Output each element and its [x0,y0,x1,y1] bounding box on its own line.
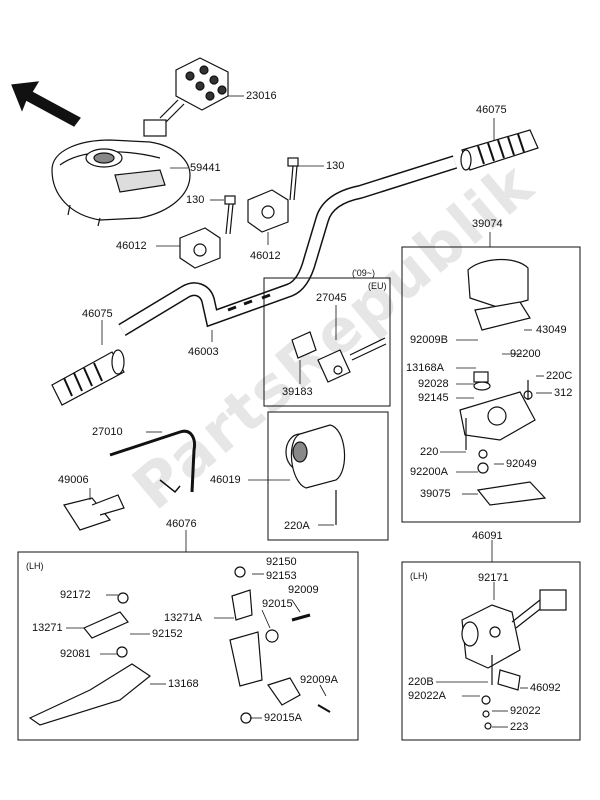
label-92172: 92172 [60,589,91,601]
switch-46019 [285,424,346,525]
label-92028: 92028 [418,378,449,390]
label-92022a: 92022A [408,690,446,702]
box-46076-lh [17,551,359,741]
label-39074: 39074 [472,218,503,230]
label-92153: 92153 [266,570,297,582]
label-92200a: 92200A [410,466,448,478]
label-92015: 92015 [262,598,293,610]
label-46092: 46092 [530,682,561,694]
label-59441: 59441 [190,162,221,174]
label-92171: 92171 [478,572,509,584]
bolt-130-left [224,195,236,235]
label-92200: 92200 [510,348,541,360]
label-13168a: 13168A [406,362,444,374]
label-46012-left: 46012 [116,240,147,252]
label-13168: 13168 [168,678,199,690]
label-lh-left: (LH) [26,561,44,571]
label-220b: 220B [408,676,434,688]
label-lh-right: (LH) [410,571,428,581]
label-23016: 23016 [246,90,277,102]
label-220c: 220C [546,370,573,382]
part-49006 [63,494,125,531]
label-92081: 92081 [60,648,91,660]
leader-lines [66,95,552,728]
label-variant: ('09~) [352,268,375,278]
housing-39074 [459,258,547,506]
label-46076: 46076 [166,518,197,530]
label-13271a: 13271A [164,612,202,624]
label-92009b: 92009B [410,334,448,346]
grip-46075-left [51,349,125,406]
bolt-130-right [287,157,299,201]
label-43049: 43049 [536,324,567,336]
handlebar-46003 [118,155,458,336]
label-46019: 46019 [210,474,241,486]
clamp-46012-left [179,227,221,269]
label-92022: 92022 [510,705,541,717]
label-46012-right: 46012 [250,250,281,262]
label-27010: 27010 [92,426,123,438]
label-46075-left: 46075 [82,308,113,320]
grip-46075-right [460,129,539,171]
label-92150: 92150 [266,556,297,568]
label-39075: 39075 [420,488,451,500]
label-92152: 92152 [152,628,183,640]
connector-23016 [143,57,229,137]
clamp-46012-right [247,189,289,233]
label-92015a: 92015A [264,712,302,724]
label-49006: 49006 [58,474,89,486]
label-312: 312 [554,387,573,399]
label-region: (EU) [368,281,387,291]
box-46019 [267,411,389,541]
cable-27010 [109,429,196,494]
label-130-right: 130 [326,160,345,172]
switch-46091 [461,589,567,730]
label-220: 220 [420,446,439,458]
label-46075-right: 46075 [476,104,507,116]
label-92009a: 92009A [300,674,338,686]
label-46003: 46003 [188,346,219,358]
box-46091-lh [401,561,581,741]
label-92009: 92009 [288,584,319,596]
switch-39183 [291,331,387,383]
label-13271: 13271 [32,622,63,634]
label-39183: 39183 [282,386,313,398]
label-92145: 92145 [418,392,449,404]
box-39074 [401,246,581,523]
label-223: 223 [510,721,529,733]
box-27045-eu [263,277,391,407]
label-220a: 220A [284,520,310,532]
lever-assembly-46076 [28,566,331,726]
label-27045: 27045 [316,292,347,304]
label-92049: 92049 [506,458,537,470]
label-46091: 46091 [472,530,503,542]
front-direction-arrow-icon [11,81,81,127]
handlebar-cover-59441 [51,139,191,227]
label-130-left: 130 [186,194,205,206]
